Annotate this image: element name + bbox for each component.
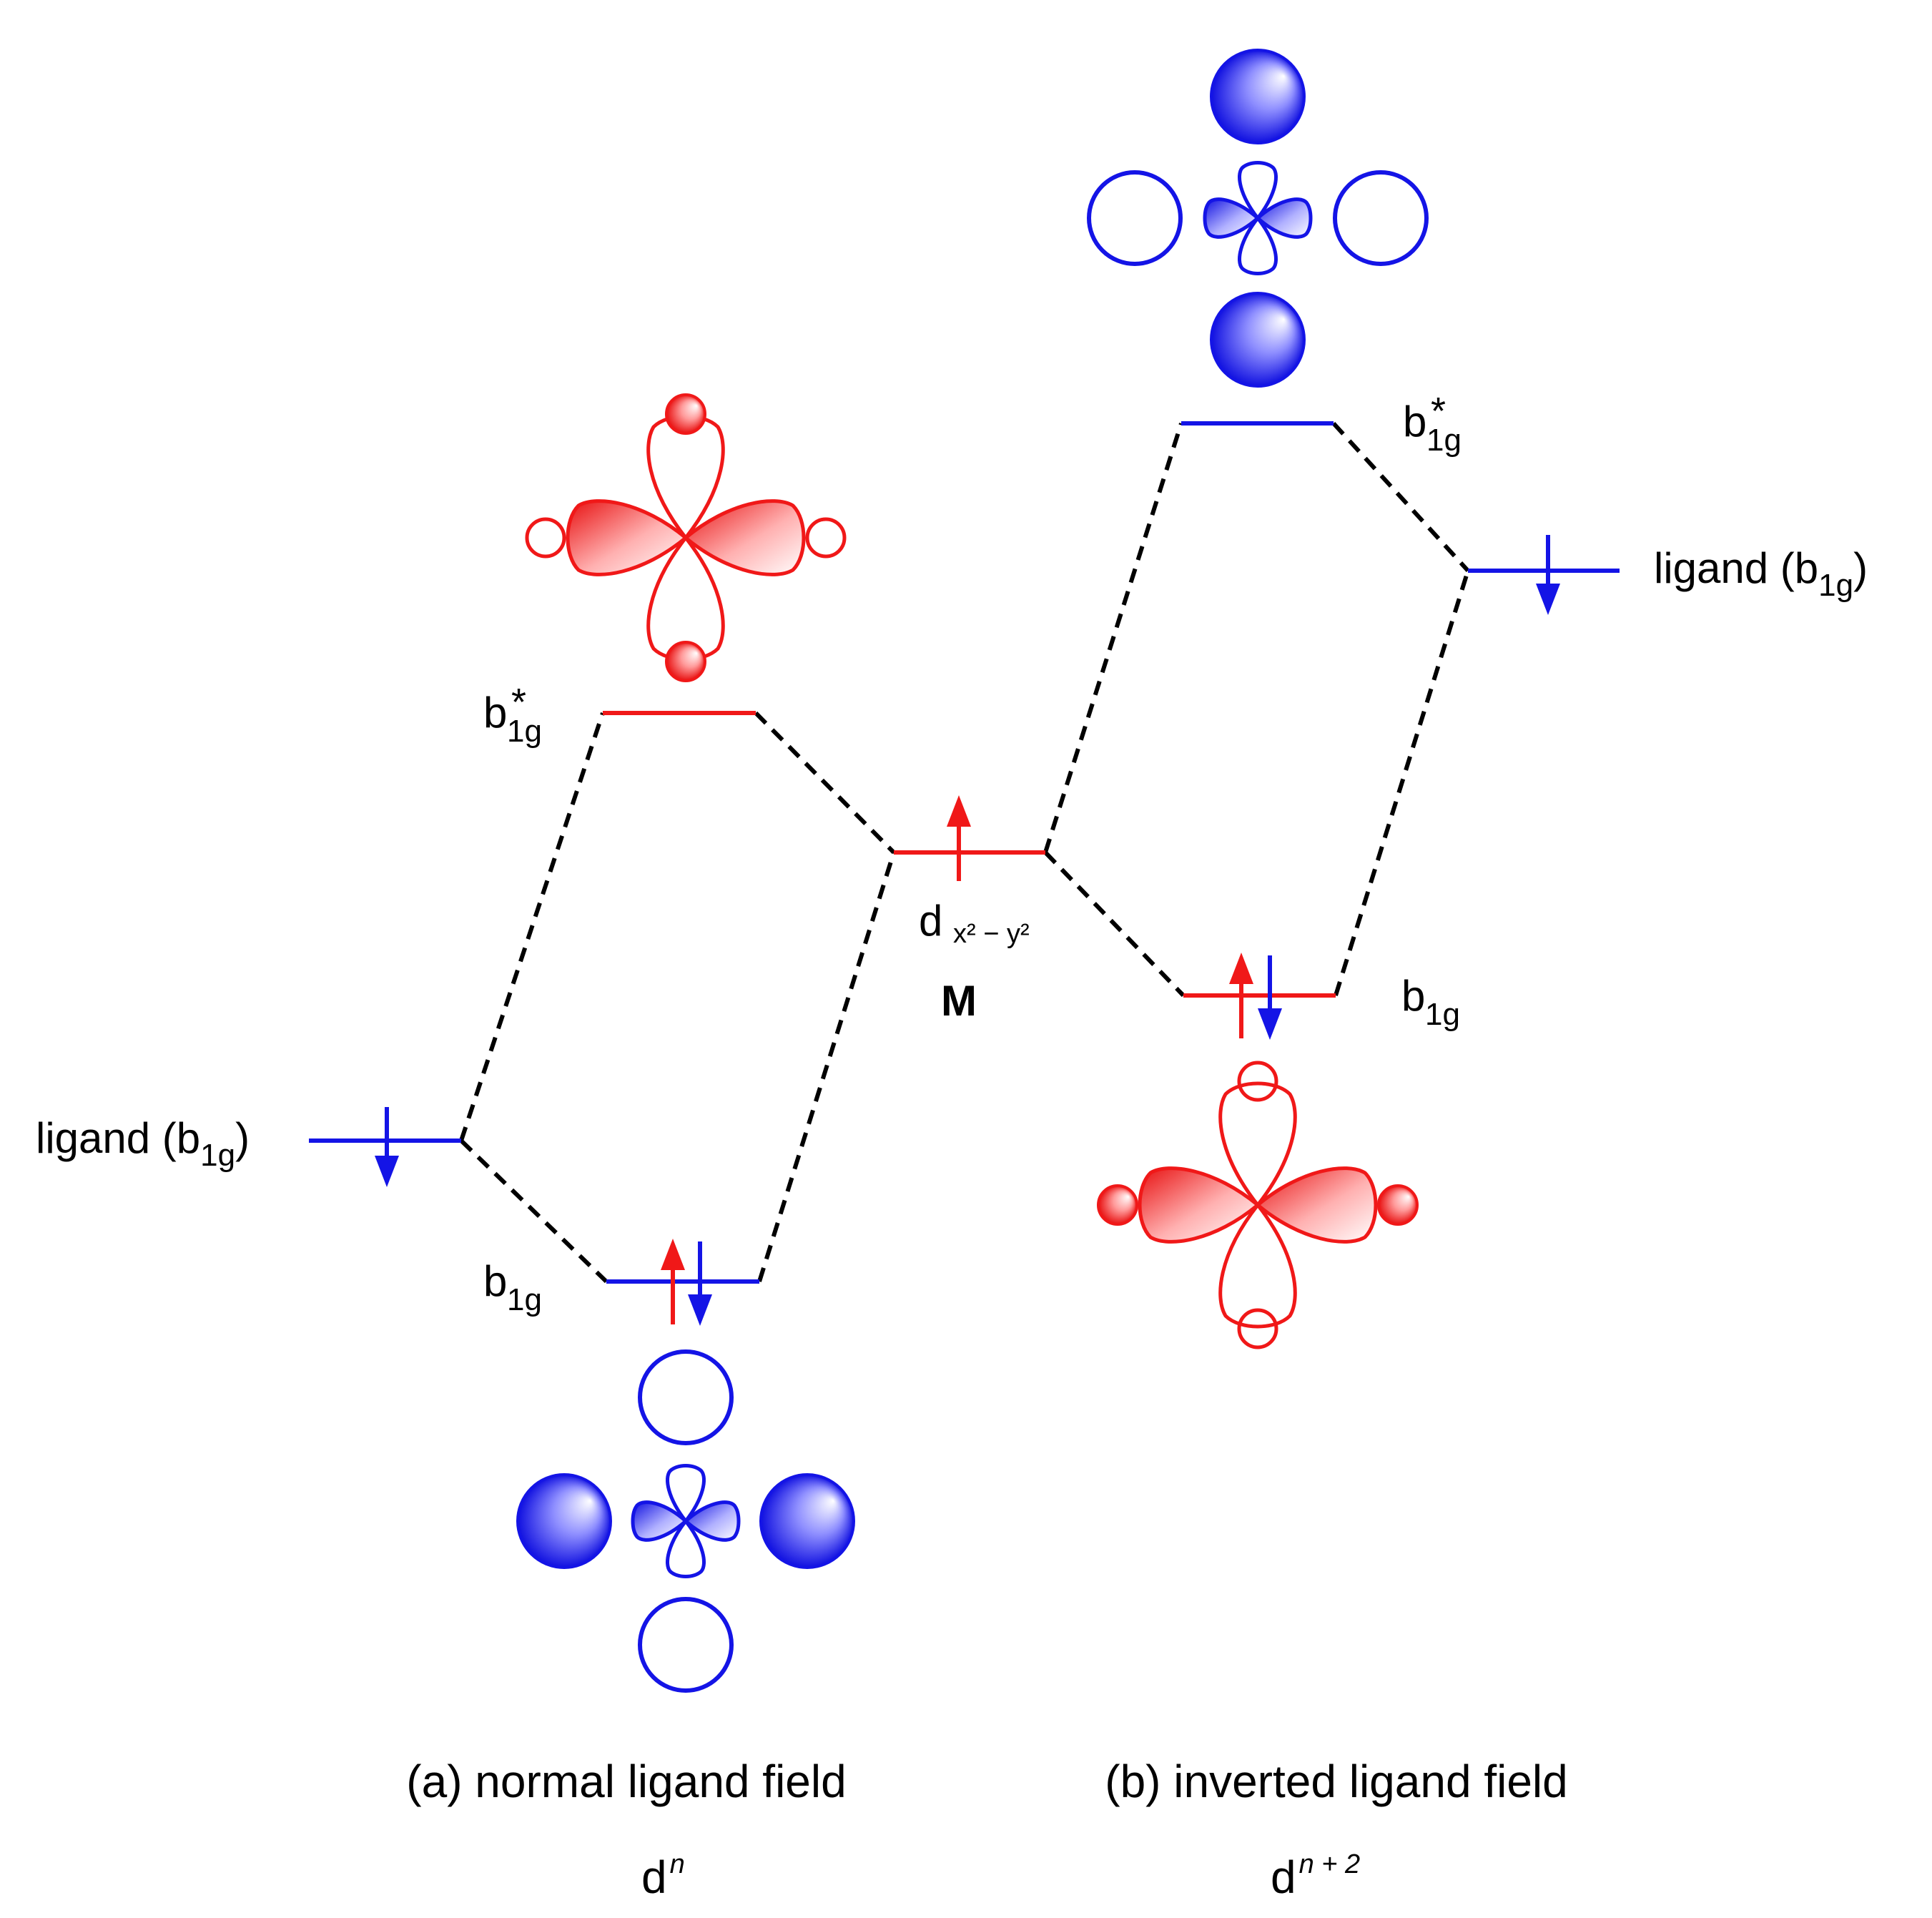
- label-ligand-right: ligand (b1g): [1654, 544, 1868, 603]
- svg-text:1g: 1g: [507, 1282, 542, 1317]
- orbital-a-antibonding: [525, 393, 847, 682]
- label-metal: M: [941, 977, 977, 1025]
- ligand-orbital-ring: [1333, 170, 1429, 266]
- ligand-orbital-sphere: [665, 393, 706, 435]
- svg-text:b: b: [483, 689, 507, 737]
- label-b-bonding: b 1g: [1401, 972, 1460, 1032]
- caption-a: (a) normal ligand field: [406, 1756, 846, 1807]
- connector-b-metal-to-antibonding: [1043, 423, 1183, 853]
- ligand-orbital-sphere: [516, 1473, 612, 1569]
- svg-text:*: *: [1431, 390, 1446, 433]
- connector-b-metal-to-bonding: [1043, 850, 1186, 998]
- electron-down-arrow: [688, 1241, 712, 1326]
- ligand-orbital-sphere: [1210, 292, 1306, 388]
- electrons: [375, 535, 1560, 1326]
- d-orbital-lobes: [1203, 161, 1313, 275]
- ligand-orbital-ring: [1237, 1061, 1278, 1102]
- ligand-orbital-sphere: [665, 641, 706, 682]
- label-b-antibonding: b 1g *: [1403, 390, 1462, 458]
- svg-text:b: b: [1403, 398, 1426, 446]
- orbital-a-bonding: [516, 1349, 855, 1693]
- svg-text:b: b: [483, 1257, 507, 1305]
- ligand-orbital-ring: [638, 1597, 734, 1693]
- svg-text:b: b: [1401, 972, 1425, 1020]
- connector-a-ligand-to-bonding: [459, 1138, 608, 1284]
- correlation-lines: [459, 421, 1470, 1284]
- ligand-orbital-sphere: [1377, 1184, 1419, 1226]
- orbital-b-antibonding: [1087, 49, 1429, 388]
- ligand-orbital-ring: [525, 517, 566, 559]
- ligand-orbital-sphere: [1097, 1184, 1138, 1226]
- orbital-b-bonding: [1097, 1061, 1419, 1349]
- ligand-orbital-sphere: [759, 1473, 855, 1569]
- label-ligand-left: ligand (b1g): [36, 1114, 250, 1173]
- ligand-orbital-sphere: [1210, 49, 1306, 144]
- connector-a-bonding-to-metal: [757, 852, 896, 1282]
- svg-text:d: d: [919, 897, 942, 945]
- connector-a-ligand-to-antibonding: [459, 712, 605, 1141]
- svg-text:1g: 1g: [1425, 997, 1460, 1032]
- electron-up-arrow: [947, 795, 971, 881]
- svg-text:*: *: [511, 681, 526, 724]
- d-orbital-lobes: [566, 414, 806, 662]
- d-orbital-lobes: [1138, 1081, 1378, 1329]
- electron-up-arrow: [661, 1239, 685, 1324]
- d-orbital-lobes: [631, 1464, 741, 1578]
- label-a-antibonding: b 1g *: [483, 681, 542, 749]
- electron-down-arrow: [1536, 535, 1560, 615]
- energy-levels: [309, 421, 1620, 1284]
- svg-text:1g: 1g: [1426, 423, 1462, 458]
- connector-a-antibonding-to-metal: [754, 711, 896, 855]
- electron-down-arrow: [375, 1107, 399, 1187]
- label-metal-orbital: d x² − y²: [919, 897, 1030, 949]
- ligand-orbital-ring: [805, 517, 847, 559]
- ligand-orbital-ring: [1087, 170, 1183, 266]
- connector-b-antibonding-to-ligand: [1331, 421, 1470, 573]
- ligand-orbital-ring: [1237, 1308, 1278, 1349]
- svg-text:1g: 1g: [507, 714, 542, 749]
- caption-b: (b) inverted ligand field: [1105, 1756, 1567, 1807]
- label-a-bonding: b 1g: [483, 1257, 542, 1317]
- connector-b-bonding-to-ligand: [1334, 570, 1470, 996]
- electron-up-arrow: [1229, 953, 1253, 1038]
- svg-text:x² − y²: x² − y²: [953, 919, 1030, 949]
- electron-down-arrow: [1258, 955, 1282, 1040]
- ligand-orbital-ring: [638, 1349, 734, 1445]
